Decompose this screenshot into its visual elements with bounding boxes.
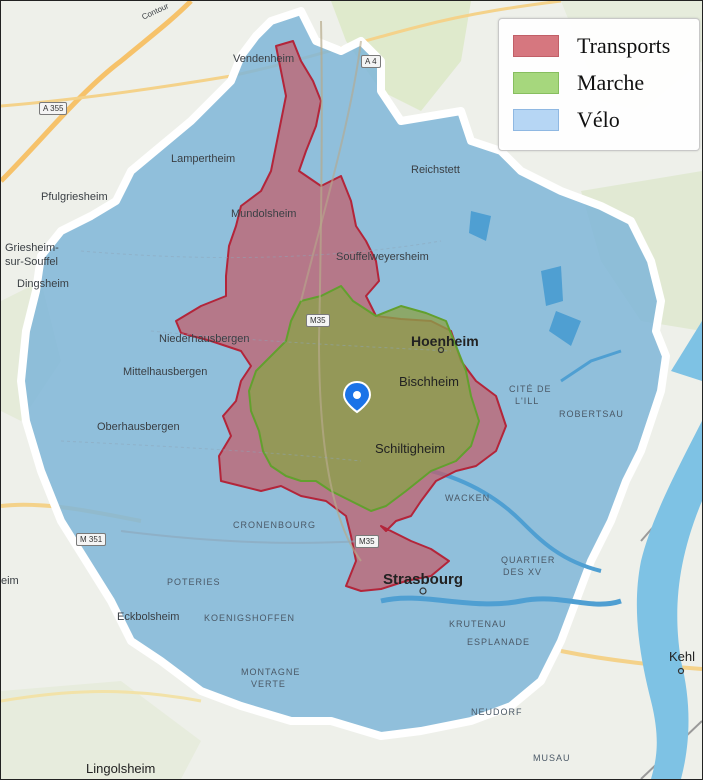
place-griesheim-line1[interactable]: Griesheim-: [5, 242, 59, 254]
road-shield-m351: M 351: [76, 533, 107, 546]
legend-label-transports: Transports: [577, 33, 671, 58]
place-bischheim[interactable]: Bischheim: [399, 374, 459, 389]
legend-swatch-transports: [513, 35, 559, 57]
place-lampertheim[interactable]: Lampertheim: [171, 153, 236, 165]
legend-item-transports[interactable]: Transports: [513, 31, 670, 61]
place-cite-de-lill-line1[interactable]: CITÉ DE: [509, 384, 552, 394]
legend-swatch-marche: [513, 72, 559, 94]
place-pfulgriesheim[interactable]: Pfulgriesheim: [41, 191, 108, 203]
place-montagne-line1[interactable]: MONTAGNE: [241, 667, 301, 677]
map-legend: Transports Marche Vélo: [498, 18, 700, 151]
place-esplanade[interactable]: ESPLANADE: [467, 637, 531, 647]
place-oberhausbergen[interactable]: Oberhausbergen: [97, 421, 180, 433]
place-reichstett[interactable]: Reichstett: [411, 164, 460, 176]
road-shield-a355: A 355: [39, 102, 68, 115]
legend-item-marche[interactable]: Marche: [513, 68, 644, 98]
place-quartier-line2[interactable]: DES XV: [503, 567, 543, 577]
legend-label-marche: Marche: [577, 70, 645, 95]
place-musau[interactable]: MUSAU: [533, 753, 571, 763]
place-quartier-line1[interactable]: QUARTIER: [501, 555, 556, 565]
place-poteries[interactable]: POTERIES: [167, 577, 221, 587]
place-eim[interactable]: eim: [1, 575, 19, 587]
place-mittelhausbergen[interactable]: Mittelhausbergen: [123, 366, 208, 378]
place-mundolsheim[interactable]: Mundolsheim: [231, 208, 297, 220]
road-shield-a4: A 4: [361, 55, 381, 68]
place-dingsheim[interactable]: Dingsheim: [17, 278, 69, 290]
legend-swatch-velo: [513, 109, 559, 131]
place-niederhausbergen[interactable]: Niederhausbergen: [159, 333, 250, 345]
place-neudorf[interactable]: NEUDORF: [471, 707, 523, 717]
location-pin-icon[interactable]: [342, 380, 372, 414]
place-vendenheim[interactable]: Vendenheim: [233, 53, 295, 65]
place-cite-de-lill-line2[interactable]: L'ILL: [515, 396, 540, 406]
road-shield-m35-north: M35: [306, 314, 330, 327]
place-koenigshoffen[interactable]: KOENIGSHOFFEN: [204, 613, 296, 623]
road-shield-m35-south: M35: [355, 535, 379, 548]
place-krutenau[interactable]: KRUTENAU: [449, 619, 507, 629]
legend-item-velo[interactable]: Vélo: [513, 105, 620, 135]
place-souffelweyersheim[interactable]: Souffelweyersheim: [336, 251, 429, 263]
place-lingolsheim[interactable]: Lingolsheim: [86, 761, 156, 776]
place-montagne-line2[interactable]: VERTE: [251, 679, 286, 689]
place-kehl[interactable]: Kehl: [669, 649, 696, 664]
place-griesheim-line2[interactable]: sur-Souffel: [5, 256, 58, 268]
place-cronenbourg[interactable]: CRONENBOURG: [233, 520, 317, 530]
legend-label-velo: Vélo: [577, 107, 620, 132]
place-wacken[interactable]: WACKEN: [445, 493, 491, 503]
place-eckbolsheim[interactable]: Eckbolsheim: [117, 611, 180, 623]
place-robertsau[interactable]: ROBERTSAU: [559, 409, 624, 419]
place-strasbourg[interactable]: Strasbourg: [383, 571, 464, 588]
place-schiltigheim[interactable]: Schiltigheim: [375, 441, 446, 456]
place-hoenheim[interactable]: Hoenheim: [411, 333, 479, 349]
